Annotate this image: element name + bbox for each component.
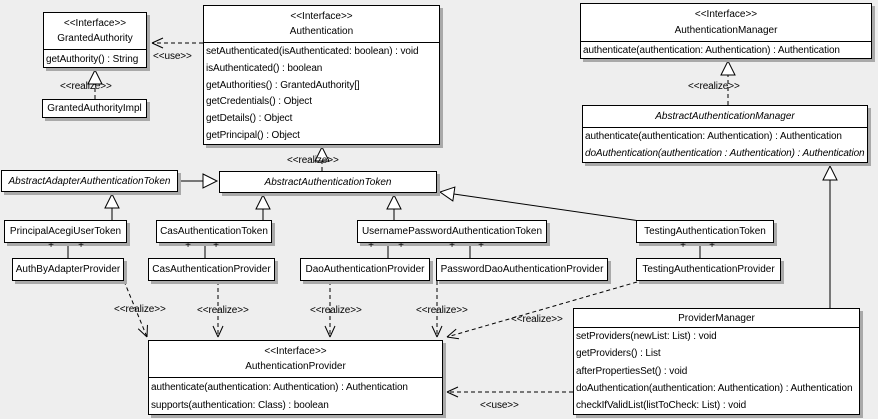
method: afterPropertiesSet() : void (576, 365, 688, 377)
use-label: <<use>> (153, 51, 192, 62)
class-testing-authentication-provider[interactable]: TestingAuthenticationProvider (636, 258, 781, 281)
realize-label: <<realize>> (287, 155, 339, 166)
class-abstract-adapter-authentication-token[interactable]: AbstractAdapterAuthenticationToken (1, 170, 178, 192)
realize-label: <<realize>> (310, 305, 362, 316)
plus-mark: + (449, 240, 455, 251)
realize-label: <<realize>> (511, 314, 563, 325)
method: supports(authentication: Class) : boolea… (151, 399, 329, 411)
class-name: TestingAuthenticationProvider (642, 264, 775, 275)
class-provider-manager[interactable]: ProviderManager setProviders(newList: Li… (573, 308, 860, 415)
class-name: AuthenticationManager (674, 25, 778, 36)
class-name: AuthByAdapterProvider (15, 264, 121, 275)
plus-mark: + (680, 240, 686, 251)
method: getAuthorities() : GrantedAuthority[] (206, 79, 360, 91)
class-name: DaoAuthenticationProvider (305, 264, 425, 275)
class-abstract-authentication-manager[interactable]: AbstractAuthenticationManager authentica… (582, 105, 868, 163)
method: getCredentials() : Object (206, 96, 312, 108)
method: setProviders(newList: List) : void (576, 331, 717, 343)
class-abstract-authentication-token[interactable]: AbstractAuthenticationToken (219, 171, 437, 193)
class-principal-acegi-user-token[interactable]: PrincipalAcegiUserToken (4, 220, 127, 243)
class-name: Authentication (289, 26, 354, 38)
method: checkIfValidList(listToCheck: List) : vo… (576, 399, 747, 411)
class-granted-authority[interactable]: <<Interface>> GrantedAuthority getAuthor… (43, 12, 147, 68)
class-testing-authentication-token[interactable]: TestingAuthenticationToken (636, 220, 774, 243)
plus-mark: + (478, 240, 484, 251)
use-label: <<use>> (480, 400, 519, 411)
class-name: PrincipalAcegiUserToken (9, 226, 122, 237)
realize-label: <<realize>> (197, 305, 249, 316)
class-name: AuthenticationProvider (245, 361, 346, 373)
stereotype-label: <<Interface>> (694, 9, 758, 20)
class-cas-authentication-token[interactable]: CasAuthenticationToken (156, 220, 272, 243)
class-username-password-authentication-token[interactable]: UsernamePasswordAuthenticationToken (357, 220, 547, 243)
realize-label: <<realize>> (688, 81, 740, 92)
method: getAuthority() : String (46, 53, 139, 65)
edge-realize-testingprovider-authenticationprovider[interactable] (446, 281, 638, 340)
plus-mark: + (368, 240, 374, 251)
plus-mark: + (709, 240, 715, 251)
class-granted-authority-impl[interactable]: GrantedAuthorityImpl (42, 99, 147, 118)
edge-realize-authbyadapterprovider-authenticationprovider[interactable] (123, 280, 148, 338)
method: getProviders() : List (576, 348, 661, 360)
plus-mark: + (78, 240, 84, 251)
plus-mark: + (398, 240, 404, 251)
plus-mark: + (213, 240, 219, 251)
stereotype-label: <<Interface>> (63, 17, 127, 29)
class-dao-authentication-provider[interactable]: DaoAuthenticationProvider (300, 258, 430, 281)
method: doAuthentication(authentication: Authent… (576, 382, 853, 394)
class-authentication-provider[interactable]: <<Interface>> AuthenticationProvider aut… (148, 340, 443, 415)
class-name: ProviderManager (678, 312, 755, 324)
method: authenticate(authentication: Authenticat… (151, 381, 408, 393)
class-password-dao-authentication-provider[interactable]: PasswordDaoAuthenticationProvider (436, 258, 608, 281)
class-name: AbstractAuthenticationManager (655, 111, 795, 122)
class-authentication-manager[interactable]: <<Interface>> AuthenticationManager auth… (580, 3, 872, 59)
realize-label: <<realize>> (60, 81, 112, 92)
method: authenticate(authentication: Authenticat… (583, 44, 840, 56)
method: setAuthenticated(isAuthenticated: boolea… (206, 45, 419, 57)
class-authentication[interactable]: <<Interface>> Authentication setAuthenti… (203, 5, 440, 145)
method: authenticate(authentication: Authenticat… (585, 131, 842, 142)
stereotype-label: <<Interface>> (264, 345, 327, 357)
class-name: GrantedAuthority (57, 33, 133, 45)
class-name: AbstractAuthenticationToken (264, 176, 392, 188)
method: isAuthenticated() : boolean (206, 62, 323, 74)
edge-gen-testingtoken-abstracttoken[interactable] (438, 186, 641, 222)
stereotype-label: <<Interface>> (290, 10, 353, 22)
realize-label: <<realize>> (416, 305, 468, 316)
class-cas-authentication-provider[interactable]: CasAuthenticationProvider (148, 258, 275, 281)
class-name: TestingAuthenticationToken (644, 226, 766, 237)
class-name: CasAuthenticationProvider (152, 264, 271, 275)
class-name: AbstractAdapterAuthenticationToken (8, 175, 171, 187)
method-abstract: doAuthentication(authentication : Authen… (585, 148, 865, 159)
plus-mark: + (48, 240, 54, 251)
method: getPrincipal() : Object (206, 130, 300, 142)
class-name: CasAuthenticationToken (160, 226, 268, 237)
class-name: UsernamePasswordAuthenticationToken (361, 226, 543, 237)
class-auth-by-adapter-provider[interactable]: AuthByAdapterProvider (12, 258, 124, 281)
realize-label: <<realize>> (114, 304, 166, 315)
class-name: PasswordDaoAuthenticationProvider (440, 264, 604, 275)
method: getDetails() : Object (206, 113, 293, 125)
plus-mark: + (185, 240, 191, 251)
class-name: GrantedAuthorityImpl (47, 103, 142, 114)
